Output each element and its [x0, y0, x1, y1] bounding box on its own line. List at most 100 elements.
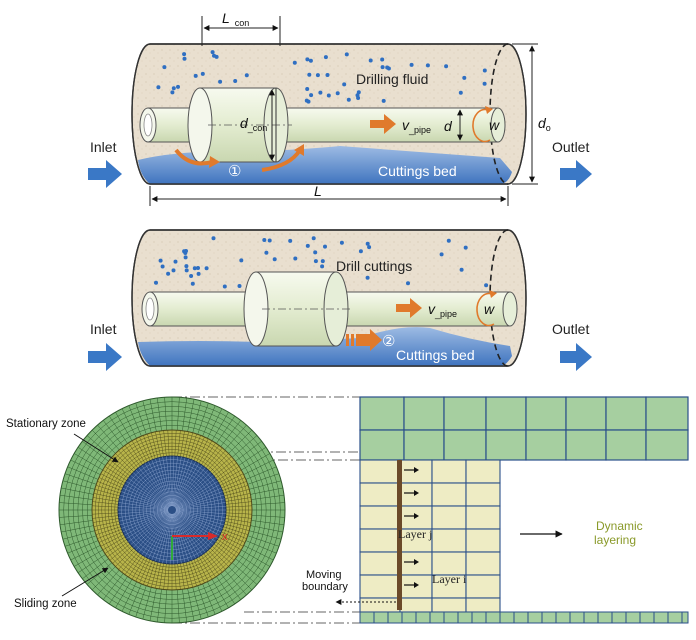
- top-vpipe: v_pipe: [370, 114, 431, 135]
- grid-cell: [565, 429, 607, 461]
- top-flow-arrows: ①: [174, 144, 304, 180]
- grid-cell: [431, 505, 467, 530]
- particle-dot: [171, 268, 176, 273]
- particle-dot: [210, 50, 215, 55]
- particle-dot: [189, 274, 194, 278]
- particle-dot: [409, 62, 414, 67]
- grid-cell: [605, 396, 647, 431]
- mid-outlet-arrow: [560, 343, 592, 371]
- grid-cell: [359, 429, 405, 461]
- grid-cell: [431, 528, 467, 553]
- grid-cell: [513, 611, 529, 624]
- mid-cuttings-bed: [138, 327, 512, 366]
- grid-cell: [431, 459, 467, 484]
- particle-dot: [446, 238, 451, 243]
- particle-dot: [344, 52, 349, 57]
- grid-cell: [611, 611, 627, 624]
- grid-cell: [471, 611, 487, 624]
- layer-j-label: Layer j: [398, 527, 432, 541]
- particle-dot: [196, 266, 200, 270]
- grid-cell: [373, 611, 389, 624]
- mid-flow-arrow: ②: [346, 329, 395, 351]
- particle-dot: [211, 236, 216, 241]
- grid-cell: [403, 396, 445, 431]
- top-drill-pipe: [139, 87, 506, 163]
- grid-cell: [465, 505, 501, 530]
- top-outlet-label: Outlet: [552, 139, 589, 155]
- particle-dot: [196, 271, 201, 276]
- particle-dot: [425, 63, 430, 68]
- particle-dot: [365, 241, 370, 246]
- top-marker: ①: [228, 163, 241, 180]
- mid-vpipe-label: v_pipe: [428, 301, 457, 319]
- top-length-label: L: [314, 183, 322, 199]
- particle-dot: [320, 259, 325, 264]
- particle-dot: [200, 71, 205, 76]
- moving-boundary-label-1: Moving: [306, 569, 341, 581]
- top-do-dimension: do: [512, 43, 551, 185]
- top-w-label: w: [489, 117, 500, 133]
- grid-cell: [639, 611, 655, 624]
- particle-dot: [176, 84, 180, 89]
- grid-cell: [605, 429, 647, 461]
- particle-dot: [484, 283, 489, 288]
- mid-w-label: w: [484, 301, 495, 317]
- particle-dot: [305, 243, 310, 248]
- particle-dot: [320, 264, 325, 269]
- mid-cuttings-bed-label: Cuttings bed: [396, 347, 475, 363]
- guide-lines: [172, 396, 360, 624]
- particle-dot: [190, 281, 195, 286]
- top-inlet-arrow: [88, 160, 122, 188]
- top-dcon-label: d_con: [240, 115, 267, 133]
- particle-dot: [386, 66, 391, 71]
- grid-cell: [465, 482, 501, 507]
- grid-cell: [525, 429, 567, 461]
- circular-mesh: x: [58, 396, 286, 624]
- grid-cell: [465, 551, 501, 576]
- grid-cell: [485, 429, 527, 461]
- dynamic-layering-label-1: Dynamic: [596, 519, 643, 533]
- particle-dot: [439, 252, 444, 257]
- mid-particle-dots: [154, 236, 489, 289]
- particle-dot: [367, 245, 372, 250]
- particle-dot: [173, 259, 178, 264]
- top-drilling-fluid-label: Drilling fluid: [356, 71, 428, 87]
- grid-cell: [525, 396, 567, 431]
- layer-i-label: Layer i: [432, 572, 467, 586]
- particle-dot: [293, 256, 298, 261]
- particle-dot: [381, 98, 386, 103]
- stationary-zone-pointer: [73, 433, 119, 463]
- particle-dot: [335, 91, 340, 96]
- grid-cell: [443, 611, 459, 624]
- particle-dot: [237, 284, 242, 288]
- particle-dot: [313, 250, 318, 255]
- particle-dot: [193, 73, 198, 78]
- grid-cell: [429, 611, 445, 624]
- middle-panel: Inlet Outlet Drill cuttings v_pipe: [88, 229, 592, 371]
- grid-cell: [399, 597, 433, 613]
- grid-cell: [431, 597, 467, 613]
- bottom-panel: x Stationary zone Sliding zone Layer j L…: [6, 396, 689, 624]
- particle-dot: [356, 96, 361, 100]
- particle-dot: [182, 52, 187, 57]
- grid-cell: [359, 611, 375, 624]
- particle-dot: [358, 249, 363, 254]
- particle-dot: [308, 58, 313, 63]
- particle-dot: [323, 55, 328, 60]
- grid-cell: [569, 611, 585, 624]
- sliding-zone-pointer: [61, 567, 109, 597]
- particle-dot: [339, 240, 344, 245]
- particle-dot: [262, 238, 267, 242]
- grid-cell: [555, 611, 571, 624]
- grid-cell: [359, 459, 401, 484]
- layer-arrows: [404, 467, 419, 588]
- mid-vpipe: v_pipe: [396, 298, 457, 319]
- particle-dot: [325, 73, 330, 77]
- sliding-zone-label: Sliding zone: [14, 598, 77, 610]
- particle-dot: [323, 244, 327, 249]
- grid-cell: [583, 611, 599, 624]
- particle-dot: [305, 57, 310, 62]
- particle-dot: [458, 90, 463, 95]
- grid-cell: [645, 429, 689, 461]
- particle-dot: [380, 65, 385, 70]
